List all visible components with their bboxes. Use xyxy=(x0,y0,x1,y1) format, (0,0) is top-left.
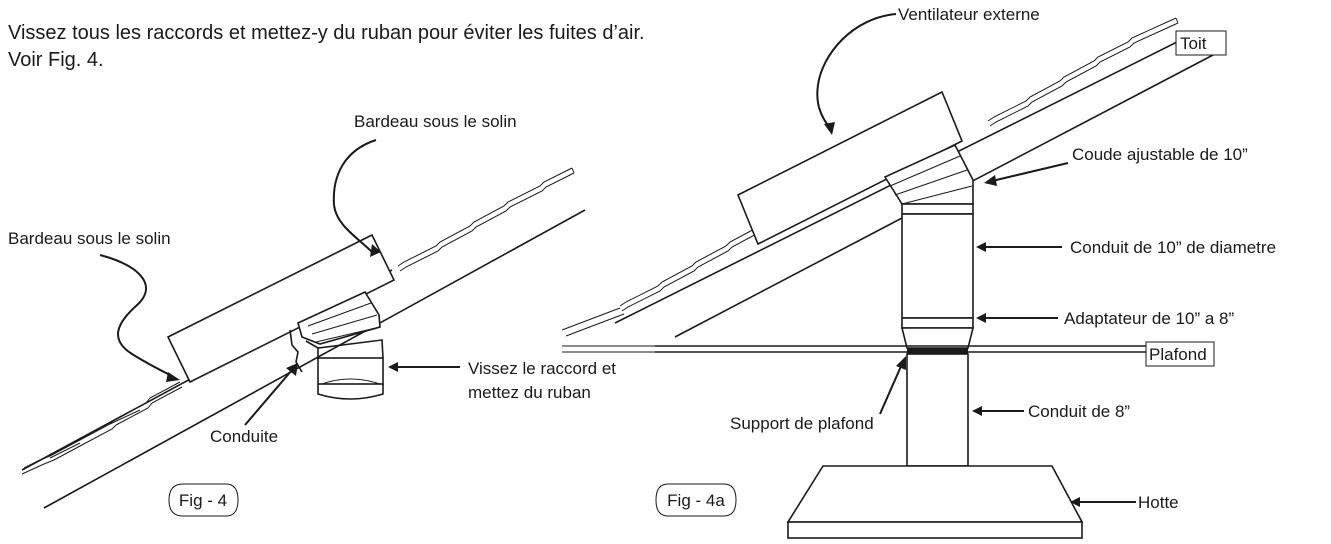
fig4-diagram: Bardeau sous le solin Bardeau sous le so… xyxy=(8,112,616,517)
fig4-arrow-duct xyxy=(244,369,293,426)
fig4-label-duct: Conduite xyxy=(210,427,278,446)
fig4-connector xyxy=(317,357,384,400)
fig4a-label-adapter: Adaptateur de 10” a 8” xyxy=(1064,309,1234,328)
fig4-roof-lower-line xyxy=(43,209,586,509)
fig4a-label-fan: Ventilateur externe xyxy=(898,5,1040,24)
fig4a-arrow-elbow xyxy=(991,162,1069,182)
fig4a-arrow-fan xyxy=(816,13,897,129)
fig4a-label-duct8: Conduit de 8” xyxy=(1028,402,1130,421)
fig4a-duct-8 xyxy=(906,353,969,467)
fig4a-label-elbow: Coude ajustable de 10” xyxy=(1072,145,1248,164)
fig4-duct-line xyxy=(289,329,303,373)
fig4a-label-support: Support de plafond xyxy=(730,414,874,433)
fig4a-label-duct10: Conduit de 10” de diametre xyxy=(1070,238,1276,257)
fig4a-duct-10 xyxy=(900,203,975,349)
fig4a-ceiling-support xyxy=(907,348,968,354)
fig4a-hood xyxy=(786,465,1084,539)
fig4a-label-roof-box: Toit xyxy=(1175,30,1227,56)
svg-text:Fig - 4: Fig - 4 xyxy=(179,491,227,510)
svg-text:Fig - 4a: Fig - 4a xyxy=(667,491,725,510)
fig4a-shingles xyxy=(619,17,1179,312)
fig4-label-screw-line2: mettez du ruban xyxy=(468,383,591,402)
fig4a-label-hood: Hotte xyxy=(1138,493,1179,512)
fig4a-label-roof: Toit xyxy=(1180,34,1207,53)
fig4a-ceiling xyxy=(562,345,1146,353)
intro-text-line1: Vissez tous les raccords et mettez-y du … xyxy=(8,22,645,44)
fig4-label-shingle-left: Bardeau sous le solin xyxy=(8,229,171,248)
fig4-vent-box xyxy=(166,233,396,384)
fig4-elbow xyxy=(297,290,384,360)
fig4a-arrow-support xyxy=(879,363,903,415)
fig4-label-screw-line1: Vissez le raccord et xyxy=(468,359,616,378)
fig4a-label-ceiling-box: Plafond xyxy=(1145,341,1215,367)
fig4-shingles-upper xyxy=(397,167,575,272)
fig4a-caption: Fig - 4a xyxy=(655,483,737,517)
fig4a-label-ceiling: Plafond xyxy=(1149,345,1207,364)
fig4-label-shingle-top: Bardeau sous le solin xyxy=(354,112,517,131)
intro-text-line2: Voir Fig. 4. xyxy=(8,49,104,71)
fig4a-diagram: Ventilateur externe Toit Coude ajustable… xyxy=(561,5,1276,539)
fig4-arrow-shingle-left xyxy=(99,254,173,377)
fig4a-elbow xyxy=(883,143,974,205)
fig4-caption: Fig - 4 xyxy=(168,483,239,517)
fig4-arrow-shingle-top xyxy=(332,139,377,253)
fig4a-fan-housing xyxy=(736,90,964,246)
fig4-shingles-lower xyxy=(21,381,183,475)
